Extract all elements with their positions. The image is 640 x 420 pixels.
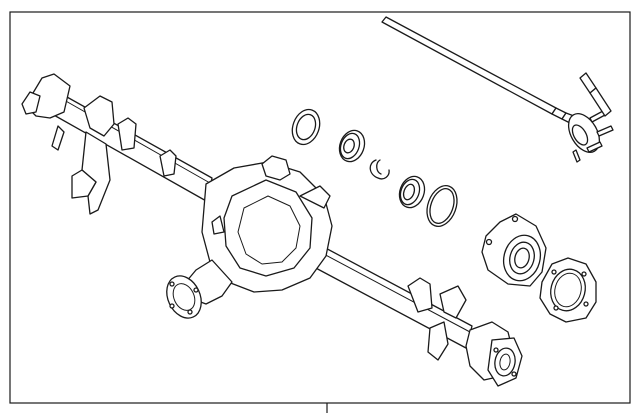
snap-ring (369, 159, 390, 180)
wheel-stud (572, 110, 614, 163)
diagram-frame (9, 11, 631, 404)
bearing (338, 129, 366, 163)
axle-shaft (381, 16, 601, 153)
wheel-hub-bearing-assembly (481, 213, 547, 287)
backing-plate (539, 257, 597, 323)
axle-housing (21, 73, 523, 387)
outer-seal (291, 108, 321, 146)
differential-carrier (166, 155, 333, 319)
o-ring (426, 185, 458, 227)
bolt (579, 72, 612, 117)
inner-bearing (398, 175, 426, 209)
